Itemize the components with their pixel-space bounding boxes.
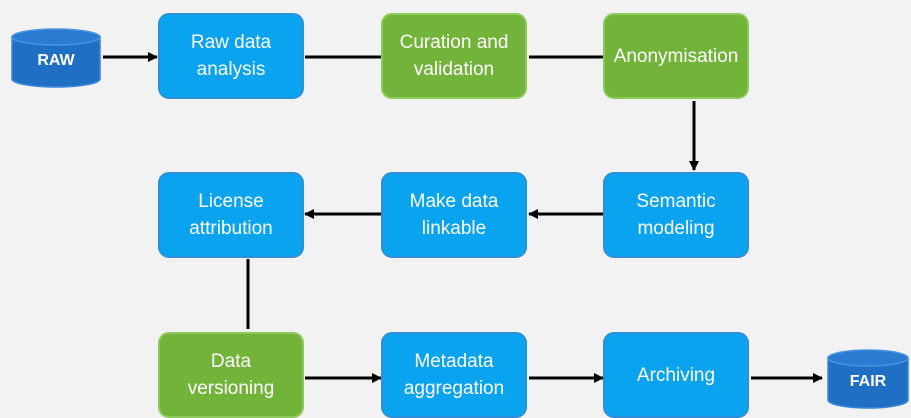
step-raw-data-analysis: Raw data analysis [158, 13, 304, 99]
step-metadata-aggregation: Metadata aggregation [381, 332, 527, 418]
raw-database-icon: RAW [10, 28, 102, 88]
step-make-data-linkable: Make data linkable [381, 172, 527, 258]
step-data-versioning: Data versioning [158, 332, 304, 418]
fair-database-label: FAIR [849, 373, 887, 390]
step-anonymisation: Anonymisation [603, 13, 749, 99]
fair-database-icon: FAIR [826, 349, 910, 409]
step-archiving: Archiving [603, 332, 749, 418]
step-license-attribution: License attribution [158, 172, 304, 258]
raw-database-label: RAW [37, 52, 75, 69]
step-semantic-modeling: Semantic modeling [603, 172, 749, 258]
step-curation-validation: Curation and validation [381, 13, 527, 99]
